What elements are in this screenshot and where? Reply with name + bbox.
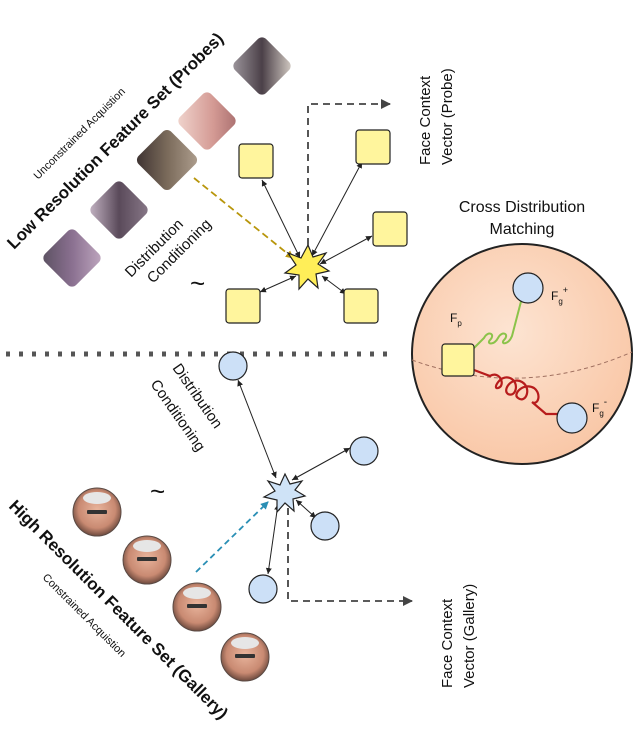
fg-negative-label: Fg- <box>592 397 607 418</box>
probe-thumbnail <box>178 92 236 150</box>
gallery-face <box>220 632 270 682</box>
fp-node <box>441 343 475 377</box>
gallery-face <box>172 582 222 632</box>
negative-spring <box>473 368 562 416</box>
probe-thumbnail <box>233 37 291 95</box>
probe-edges <box>259 161 373 295</box>
matching-title-line2: Matching <box>490 221 555 238</box>
probe-thumbnail <box>90 181 148 239</box>
gallery-nodes <box>218 351 379 604</box>
probe-context-arrow <box>307 99 391 245</box>
gallery-node <box>248 574 278 604</box>
probe-context-star <box>283 243 331 291</box>
gallery-node <box>310 511 340 541</box>
fp-label: Fp <box>450 311 462 328</box>
fg-positive-label: Fg+ <box>551 285 568 306</box>
gallery-thumbnail-strip <box>72 487 270 682</box>
probe-node <box>343 288 379 324</box>
gallery-node <box>349 436 379 466</box>
gallery-edges <box>237 379 351 575</box>
conditioning-bottom-tilde: ~ <box>150 476 165 506</box>
probe-nodes <box>225 129 408 324</box>
probe-vector-line1: Face Context <box>417 75 434 165</box>
fg-positive-node <box>512 272 544 304</box>
probe-node <box>355 129 391 165</box>
probe-node <box>238 143 274 179</box>
gallery-vector-line2: Vector (Gallery) <box>461 584 478 688</box>
conditioning-top-tilde: ~ <box>190 268 205 298</box>
probe-node <box>225 288 261 324</box>
gallery-conditioning-arrow <box>195 501 269 573</box>
gallery-context-star <box>262 472 307 514</box>
fg-negative-node <box>556 402 588 434</box>
probe-node <box>372 211 408 247</box>
probe-thumbnail-strip <box>43 37 291 287</box>
positive-spring <box>473 289 525 349</box>
probe-vector-line2: Vector (Probe) <box>439 68 456 165</box>
gallery-context-arrow <box>287 508 413 606</box>
gallery-vector-line1: Face Context <box>439 598 456 688</box>
probe-thumbnail <box>43 229 101 287</box>
gallery-node <box>218 351 248 381</box>
gallery-face <box>72 487 122 537</box>
gallery-face <box>122 535 172 585</box>
probe-conditioning-arrow <box>193 177 294 259</box>
matching-title-line1: Cross Distribution <box>459 199 585 216</box>
probe-thumbnail <box>136 129 198 191</box>
